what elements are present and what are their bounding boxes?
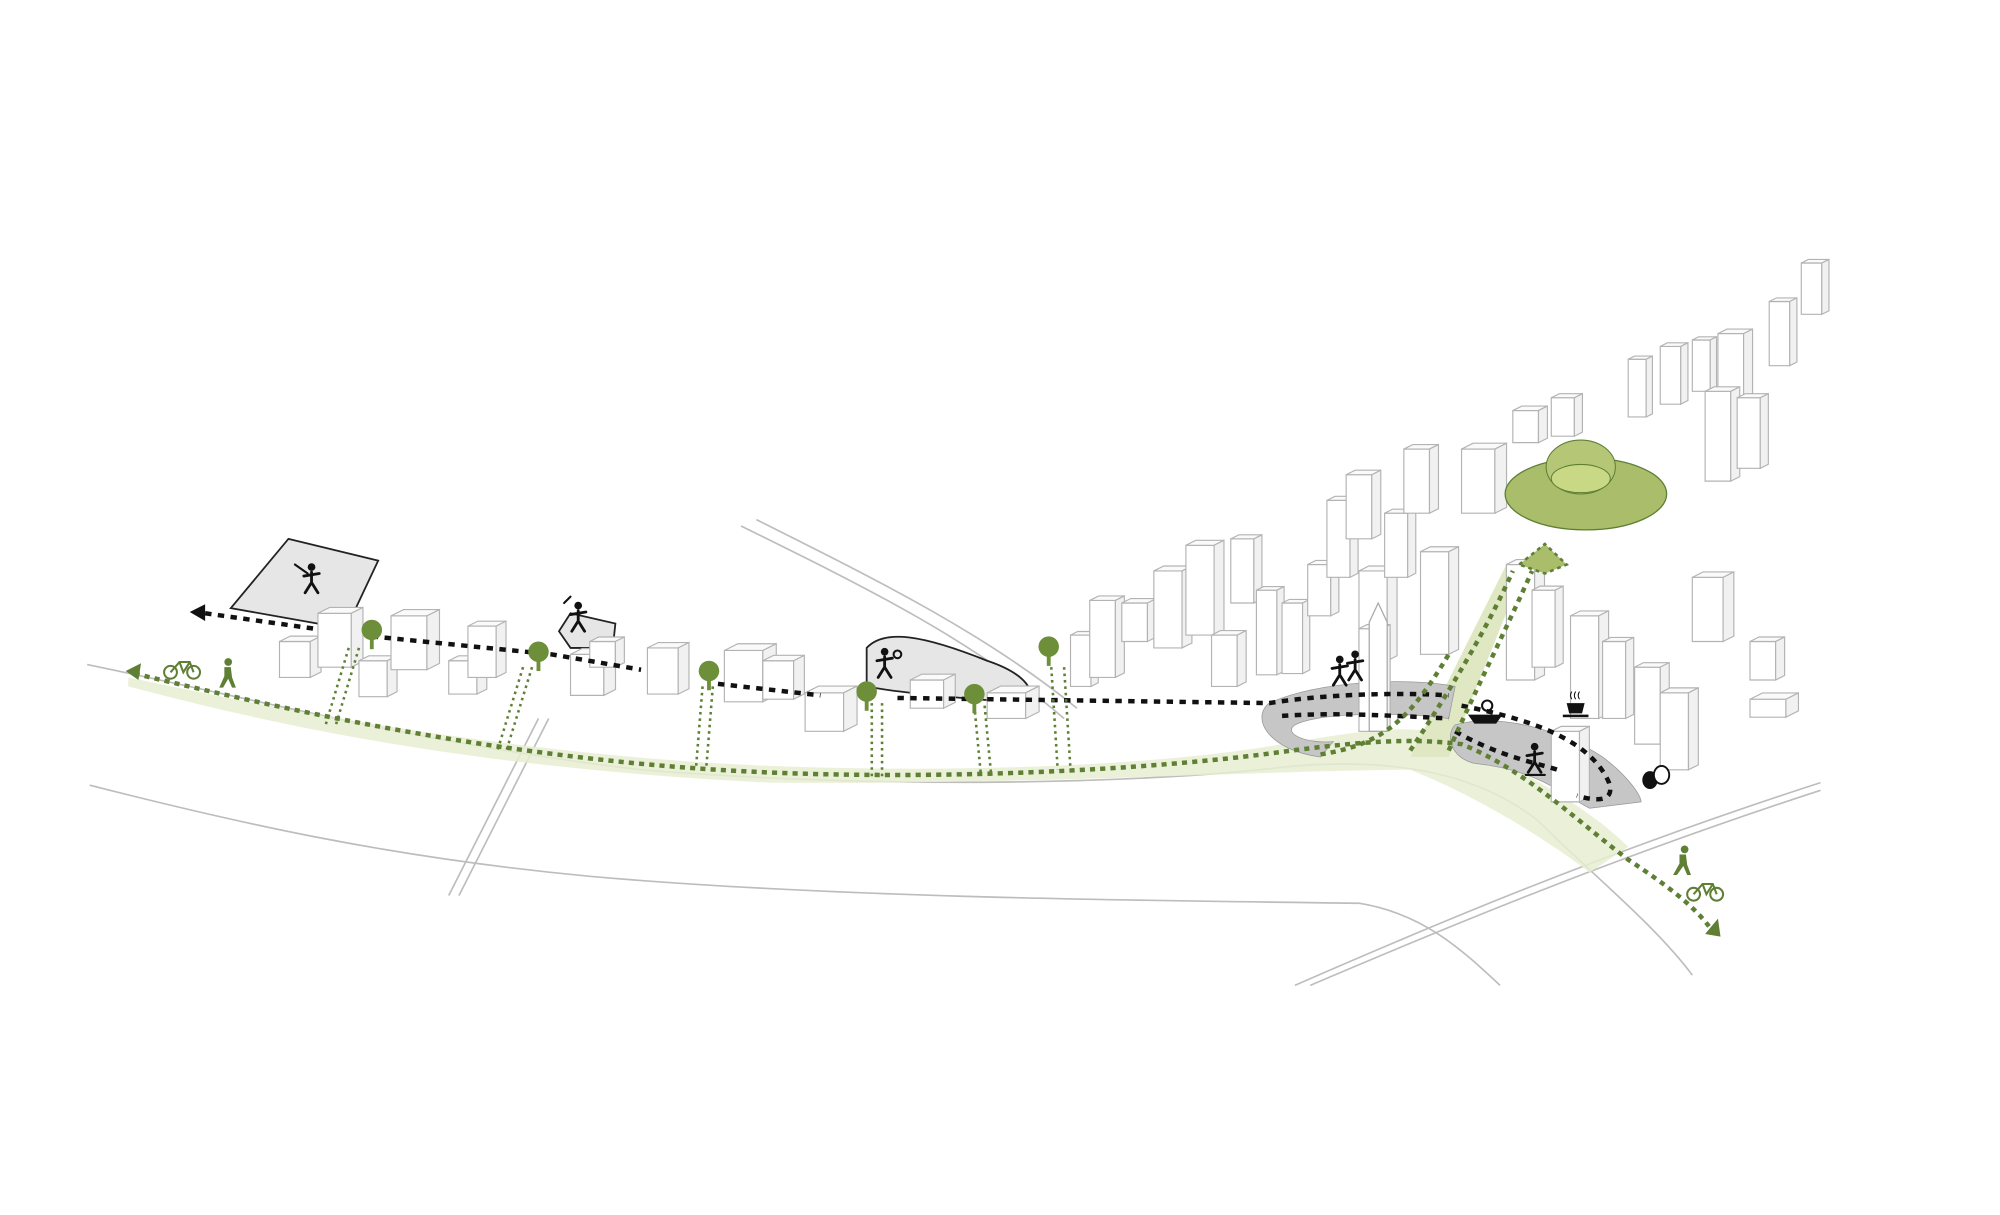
- building: [1210, 629, 1247, 688]
- volleyball-player-icon: [875, 647, 903, 679]
- tree-icon: [1038, 636, 1059, 666]
- green-route-north: [1320, 570, 1535, 757]
- building: [986, 685, 1040, 720]
- arrowhead-east-green: [1705, 918, 1721, 937]
- building: [317, 606, 364, 669]
- building: [646, 641, 690, 696]
- arrowhead-west-black: [189, 604, 206, 621]
- black-activity-route: [204, 611, 1613, 802]
- building: [1800, 258, 1830, 316]
- landmark-tower: [1368, 601, 1388, 732]
- cricket-player-icon: [293, 563, 321, 595]
- building: [1255, 585, 1285, 676]
- building: [909, 673, 956, 710]
- building: [1550, 725, 1590, 803]
- building: [1230, 533, 1263, 604]
- tree-icon: [528, 641, 549, 672]
- pedestrian-icon: [219, 658, 236, 688]
- building: [1749, 692, 1800, 719]
- theatre-masks-icon: [1642, 764, 1671, 790]
- green-hill-park: [1504, 439, 1668, 575]
- building: [1531, 585, 1564, 669]
- building: [467, 620, 507, 679]
- skateboarder-icon: [1524, 742, 1546, 776]
- trees: [361, 619, 1059, 714]
- building: [1460, 442, 1508, 515]
- building: [1768, 296, 1798, 367]
- building: [358, 654, 398, 698]
- coffee-cup-icon: [1562, 691, 1589, 718]
- building: [1403, 443, 1440, 515]
- building: [1345, 469, 1382, 540]
- boat-icon: [1467, 699, 1503, 724]
- building: [1691, 571, 1735, 643]
- building: [1601, 636, 1635, 720]
- building: [1121, 597, 1157, 643]
- building: [1550, 392, 1584, 438]
- tree-icon: [856, 681, 877, 711]
- building: [804, 685, 858, 733]
- building: [589, 636, 625, 669]
- bicycle-icon: [1686, 882, 1725, 902]
- tree-icon: [964, 683, 985, 714]
- badminton-player-icon: [563, 595, 588, 633]
- tree-icon: [361, 619, 383, 650]
- building: [1717, 328, 1754, 399]
- green-connectors: [324, 647, 1072, 777]
- building: [1659, 686, 1699, 771]
- building: [1691, 335, 1718, 393]
- building: [1185, 539, 1225, 637]
- building: [278, 635, 322, 679]
- building: [1736, 392, 1769, 470]
- building: [1281, 598, 1311, 675]
- buildings: [278, 258, 1830, 803]
- dancing-couple-icon: [1346, 650, 1365, 682]
- building: [1384, 508, 1417, 579]
- building: [1627, 355, 1654, 418]
- building: [1749, 636, 1786, 681]
- building: [390, 608, 441, 671]
- plaza-areas: [229, 537, 1642, 809]
- green-pedestrian-cycle-route: [134, 671, 1711, 928]
- building: [1089, 595, 1125, 679]
- building: [1419, 545, 1460, 656]
- bicycle-icon: [163, 661, 202, 680]
- building: [1704, 385, 1741, 483]
- tree-icon: [698, 660, 720, 691]
- pedestrian-icon: [1673, 845, 1692, 876]
- building: [1659, 341, 1689, 406]
- dancing-couple-icon: [1330, 655, 1349, 687]
- building: [1512, 405, 1549, 444]
- arrowhead-west-green: [125, 663, 142, 680]
